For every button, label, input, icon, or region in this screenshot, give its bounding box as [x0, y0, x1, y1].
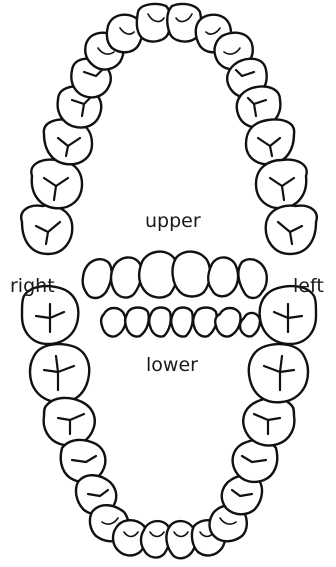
- upper-label: upper: [145, 210, 201, 232]
- upper-left-molar-1: [244, 118, 296, 166]
- lower-right-premolar-2: [59, 438, 107, 484]
- upper-right-molar-3: [20, 204, 74, 256]
- upper-right-molar-2: [30, 158, 84, 210]
- lower-label: lower: [146, 354, 198, 376]
- lower-left-molar-1: [242, 396, 296, 447]
- lower-left-molar-2: [247, 342, 310, 404]
- left-label: left: [293, 275, 324, 297]
- upper-right-lateral-incisor: [105, 13, 144, 54]
- lower-right-central-incisor: [139, 519, 172, 559]
- right-label: right: [10, 275, 55, 297]
- upper-left-molar-3: [264, 204, 318, 256]
- upper-right-molar-1: [42, 118, 94, 166]
- upper-left-molar-2: [254, 158, 308, 210]
- lower-right-molar-1: [42, 396, 96, 447]
- lower-right-molar-3: [20, 284, 80, 346]
- lower-right-molar-2: [28, 342, 91, 404]
- front-lower-teeth: [99, 306, 262, 338]
- lower-left-central-incisor: [165, 519, 198, 560]
- upper-right-central-incisor: [135, 2, 172, 43]
- lower-right-lateral-incisor: [111, 519, 148, 557]
- front-upper-teeth: [81, 250, 268, 300]
- lower-left-molar-3: [258, 284, 318, 346]
